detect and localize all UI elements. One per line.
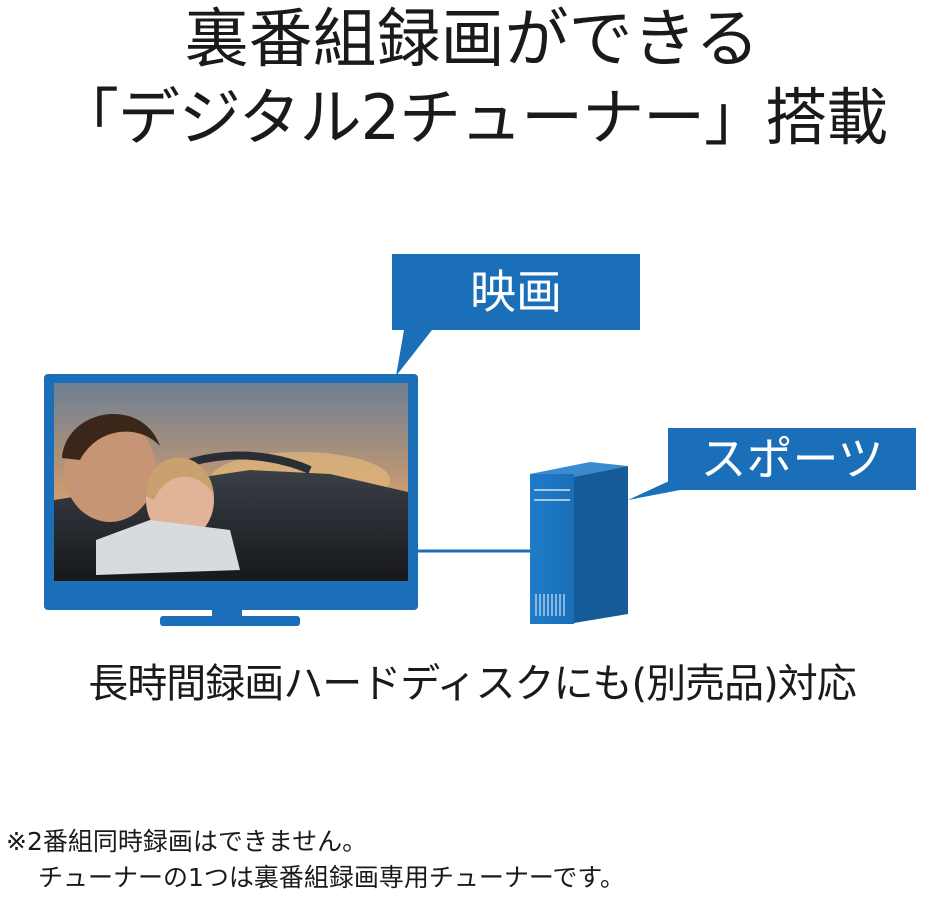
illustration (44, 254, 916, 626)
page-subtitle: 「デジタル2チューナー」搭載 (56, 81, 888, 154)
page-title: 裏番組録画ができる (184, 3, 760, 77)
hdd-caption: 長時間録画ハードディスクにも(別売品)対応 (88, 661, 856, 707)
callout-movie-label: 映画 (470, 265, 562, 319)
footnote-line-2: チューナーの1つは裏番組録画専用チューナーです。 (38, 863, 625, 892)
callout-sports-label: スポーツ (700, 432, 884, 486)
hard-disk-icon (530, 462, 628, 624)
footnote-line-1: ※2番組同時録画はできません。 (6, 827, 368, 856)
callout-movie-bubble (392, 254, 640, 376)
callout-sports-bubble (628, 428, 916, 500)
tv-icon (44, 374, 418, 626)
